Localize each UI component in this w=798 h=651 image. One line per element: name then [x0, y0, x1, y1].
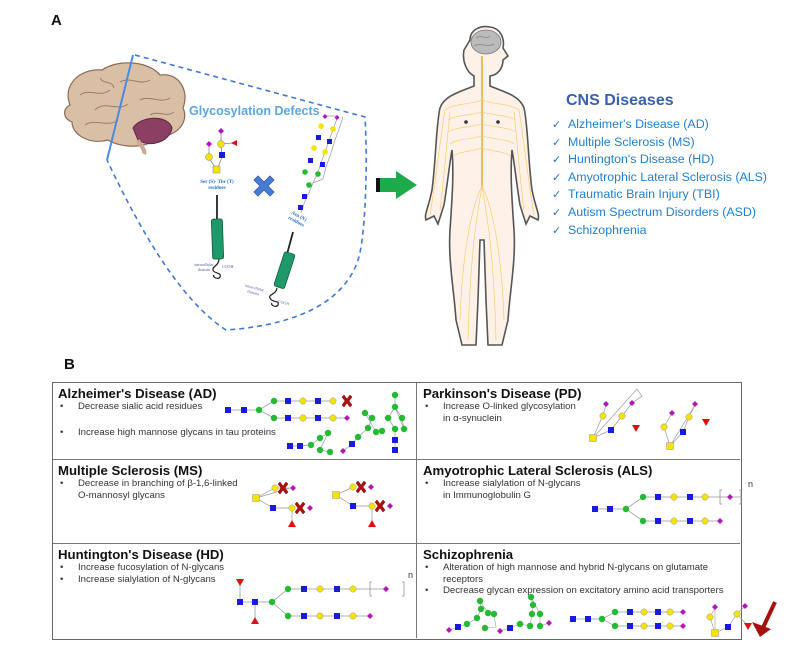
cell-title: Alzheimer's Disease (AD): [58, 386, 217, 401]
cell-title: Parkinson's Disease (PD): [423, 386, 582, 401]
cell-als: Amyotrophic Lateral Sclerosis (ALS) Incr…: [423, 463, 652, 501]
cns-disease-item: ✓Alzheimer's Disease (AD): [552, 116, 767, 134]
ad-high-mannose-glycans: [287, 391, 408, 456]
repeat-label-als: n: [748, 479, 754, 489]
cell-bullet: Decrease in branching of β-1,6-linked: [58, 478, 238, 490]
o-glycan-site-label: Ser (S)- Thr (T) residues: [200, 180, 234, 191]
cell-bullet: Decrease glycan expression on excitatory…: [423, 585, 724, 597]
section-line: [106, 54, 134, 161]
checkmark-icon: ✓: [552, 206, 562, 219]
decrease-arrow-icon: [752, 601, 777, 637]
checkmark-icon: ✓: [552, 136, 562, 149]
cell-title: Amyotrophic Lateral Sclerosis (ALS): [423, 463, 653, 478]
n-glycan-structure: [269, 114, 344, 307]
cell-parkinsons: Parkinson's Disease (PD) Increase O-link…: [423, 386, 582, 424]
cell-bullet-continuation: O-mannosyl glycans: [78, 489, 165, 501]
cell-bullet: Increase O-linked glycosylation: [423, 401, 582, 413]
cell-bullet: Alteration of high mannose and hybrid N-…: [423, 562, 724, 574]
cns-diseases-title: CNS Diseases: [566, 92, 674, 109]
ms-o-mannosyl-glycans: [252, 480, 393, 527]
repeat-label-hd: n: [408, 570, 414, 580]
cell-bullet-continuation: in Immunoglobulin G: [443, 489, 531, 501]
cns-disease-item: ✓Huntington's Disease (HD): [552, 151, 767, 169]
intracellular-label-1: intracellular domain: [194, 262, 214, 272]
o-glycan-structure: [205, 128, 237, 279]
brain-icon: [64, 62, 186, 155]
cell-bullet: Increase high mannose glycans in tau pro…: [58, 427, 276, 439]
cns-disease-item: ✓Amyotrophic Lateral Sclerosis (ALS): [552, 169, 767, 187]
panel-b-label: B: [64, 356, 75, 373]
pd-o-glycans: [589, 388, 710, 450]
human-nervous-system-figure: [424, 25, 540, 346]
cns-disease-item: ✓Traumatic Brain Injury (TBI): [552, 186, 767, 204]
cns-disease-item: ✓Schizophrenia: [552, 222, 767, 240]
cell-bullet: Decrease sialic acid residues: [58, 401, 276, 413]
cell-schizophrenia: Schizophrenia Alteration of high mannose…: [423, 547, 724, 597]
glycosylation-defects-title: Glycosylation Defects: [189, 104, 320, 118]
cell-title: Schizophrenia: [423, 547, 514, 562]
right-arrow-icon: [376, 171, 417, 199]
cell-alzheimers: Alzheimer's Disease (AD) Decrease sialic…: [58, 386, 276, 438]
panel-a-illustration: [64, 25, 540, 346]
cns-disease-item: ✓Multiple Sclerosis (MS): [552, 134, 767, 152]
dashed-callout: [106, 54, 367, 331]
cell-bullet: Increase sialylation of N-glycans: [423, 478, 652, 490]
checkmark-icon: ✓: [552, 189, 562, 202]
checkmark-icon: ✓: [552, 119, 562, 131]
cell-title: Multiple Sclerosis (MS): [58, 463, 203, 478]
ad-sialic-glycan: [225, 394, 353, 422]
cell-huntingtons: Huntington's Disease (HD) Increase fucos…: [58, 547, 224, 585]
cell-bullet-continuation: in α-synuclein: [443, 412, 502, 424]
row-divider: [53, 459, 740, 460]
cell-bullet: Increase sialylation of N-glycans: [58, 574, 224, 586]
panel-a-label: A: [51, 12, 62, 29]
als-sialylated-glycan: [592, 489, 742, 525]
cell-multiple-sclerosis: Multiple Sclerosis (MS) Decrease in bran…: [58, 463, 238, 501]
cell-bullet: Increase fucosylation of N-glycans: [58, 562, 224, 574]
row-divider: [53, 543, 740, 544]
cell-title: Huntington's Disease (HD): [58, 547, 224, 562]
checkmark-icon: ✓: [552, 171, 562, 184]
column-divider: [416, 383, 417, 638]
checkmark-icon: ✓: [552, 224, 562, 237]
schizophrenia-glycans: [446, 593, 752, 637]
checkmark-icon: ✓: [552, 154, 562, 167]
hd-fucosylated-sialylated-glycan: [236, 579, 405, 624]
disease-glycan-table: Alzheimer's Disease (AD) Decrease sialic…: [52, 382, 742, 640]
cns-disease-item: ✓Autism Spectrum Disorders (ASD): [552, 204, 767, 222]
defect-x-icon: [253, 175, 275, 197]
cns-disease-list: ✓Alzheimer's Disease (AD) ✓Multiple Scle…: [552, 116, 767, 239]
cooh-label-1: COOH: [222, 264, 234, 269]
cell-bullet-continuation: receptors: [443, 573, 483, 585]
